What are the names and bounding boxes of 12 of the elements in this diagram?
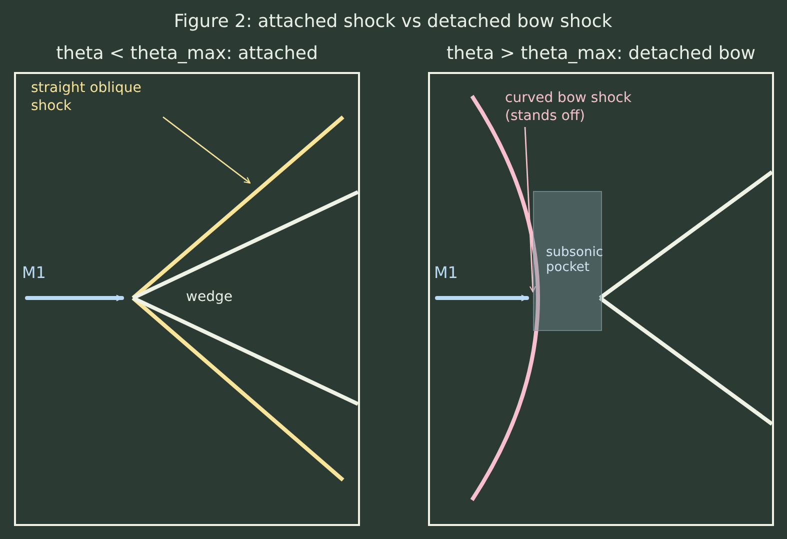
flow-label: M1 xyxy=(434,263,458,282)
panel-heading: theta > theta_max: detached bow xyxy=(446,43,756,64)
leader-line xyxy=(162,116,251,184)
annotation-text: straight oblique shock xyxy=(31,79,151,115)
subsonic-region xyxy=(533,191,602,331)
leader-line xyxy=(524,126,536,293)
annotation-text: curved bow shock (stands off) xyxy=(505,89,665,125)
region-label: subsonic pocket xyxy=(546,245,603,275)
panel-heading: theta < theta_max: attached xyxy=(56,43,318,64)
flow-label: M1 xyxy=(22,263,46,282)
wedge-label: wedge xyxy=(186,289,232,305)
figure-title: Figure 2: attached shock vs detached bow shock xyxy=(174,11,612,32)
